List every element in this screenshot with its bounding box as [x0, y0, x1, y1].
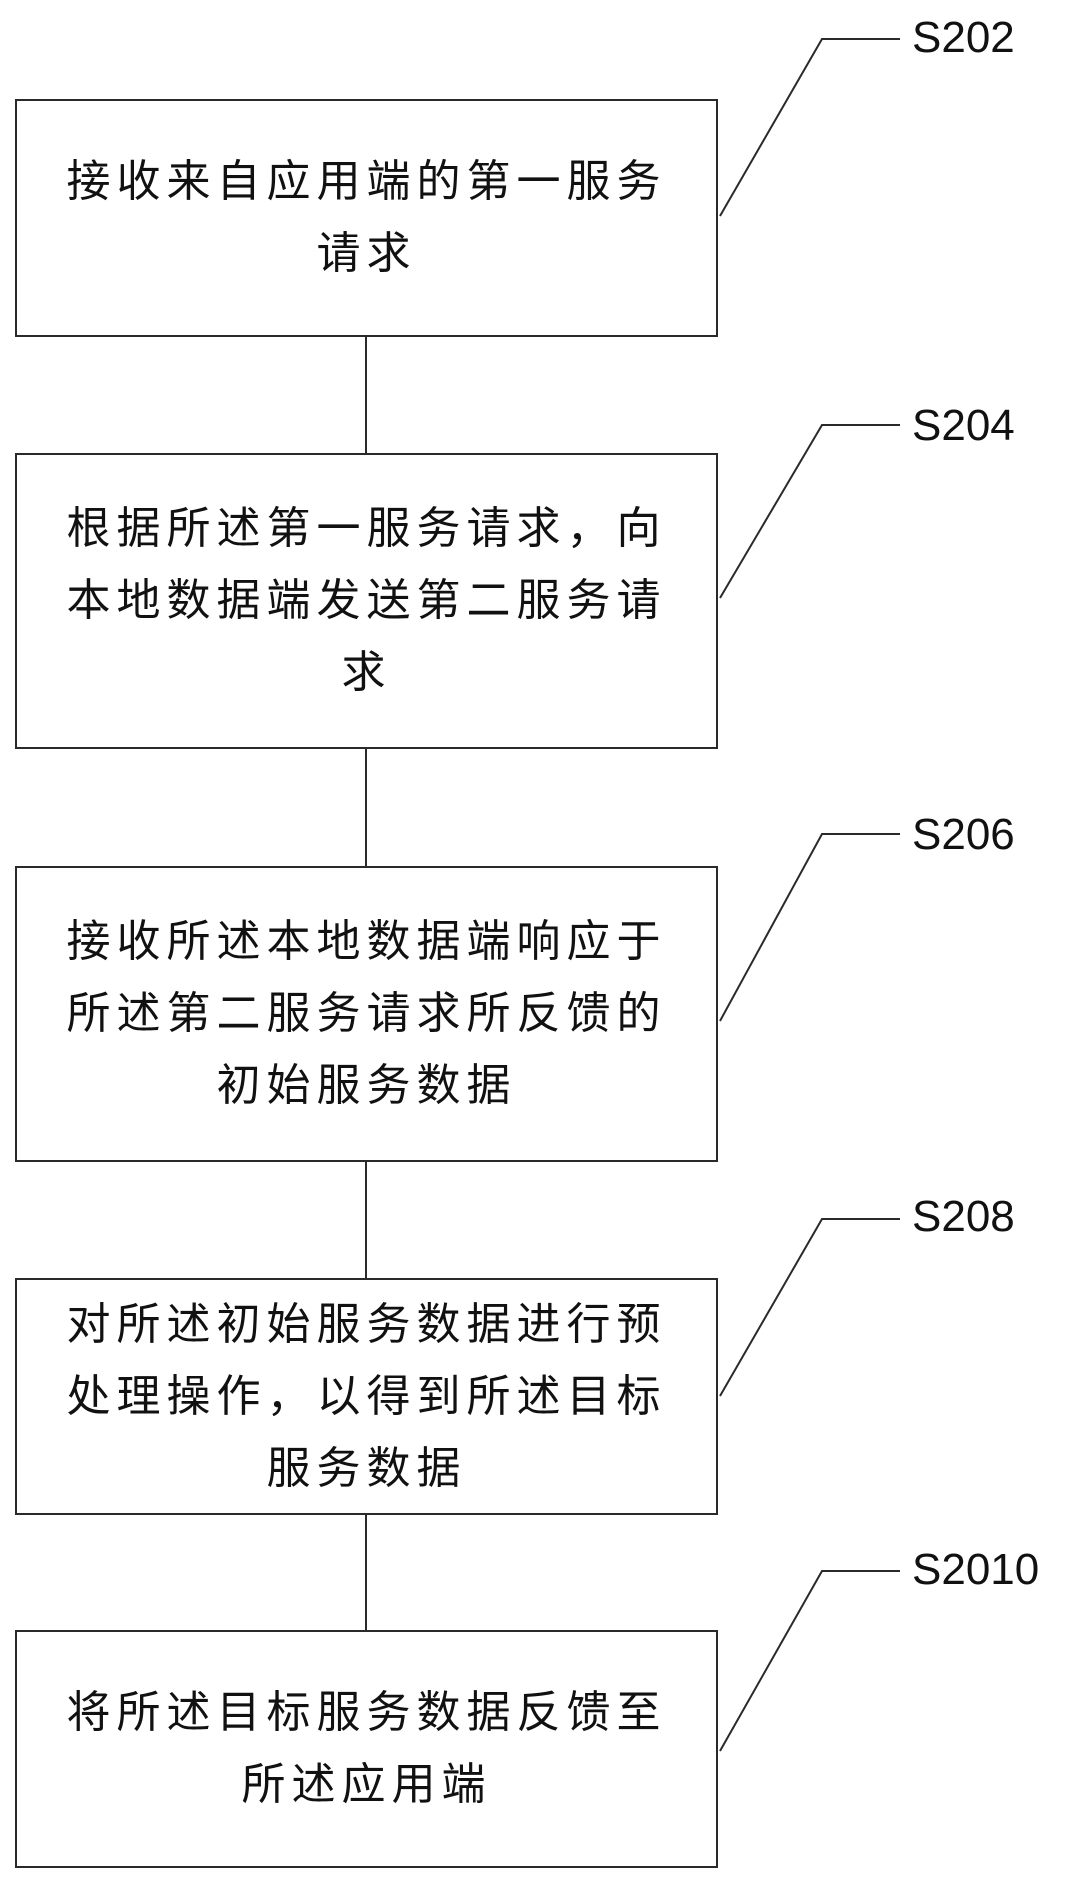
step-text-s202: 接收来自应用端的第一服务请求 [66, 156, 667, 279]
leader-line-s206 [719, 833, 900, 1022]
step-text-s204: 根据所述第一服务请求，向本地数据端发送第二服务请求 [66, 503, 667, 698]
step-label-s208: S208 [912, 1192, 1015, 1241]
leader-line-s208 [719, 1218, 900, 1397]
step-text-s2010: 将所述目标服务数据反馈至所述应用端 [66, 1687, 667, 1810]
step-box-s206: 接收所述本地数据端响应于所述第二服务请求所反馈的初始服务数据 [15, 866, 718, 1162]
step-label-s202: S202 [912, 13, 1015, 62]
step-box-s202: 接收来自应用端的第一服务请求 [15, 99, 718, 337]
step-label-s206: S206 [912, 810, 1015, 859]
step-label-s204: S204 [912, 401, 1015, 450]
leader-line-s204 [719, 424, 900, 599]
step-text-s206: 接收所述本地数据端响应于所述第二服务请求所反馈的初始服务数据 [66, 916, 667, 1111]
leader-line-s2010 [719, 1570, 900, 1752]
step-label-s2010: S2010 [912, 1545, 1040, 1594]
step-text-s208: 对所述初始服务数据进行预处理操作，以得到所述目标服务数据 [66, 1298, 667, 1494]
step-box-s208: 对所述初始服务数据进行预处理操作，以得到所述目标服务数据 [15, 1278, 718, 1515]
leader-line-s202 [719, 38, 900, 217]
step-box-s2010: 将所述目标服务数据反馈至所述应用端 [15, 1630, 718, 1868]
step-box-s204: 根据所述第一服务请求，向本地数据端发送第二服务请求 [15, 453, 718, 749]
